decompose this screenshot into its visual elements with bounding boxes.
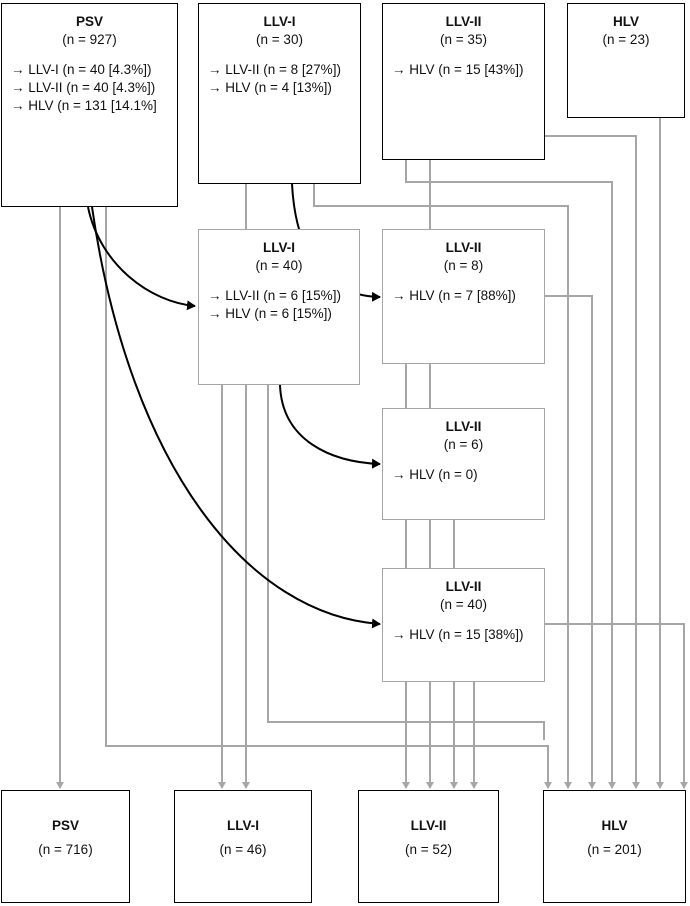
line-llv2-init-to-hlv (405, 160, 616, 789)
flow-list: → HLV (n = 0) (383, 466, 544, 484)
flow-list: → LLV-II (n = 8 [27%]) → HLV (n = 4 [13%… (199, 61, 360, 97)
llv2-mid-box-b: LLV-II (n = 6) → HLV (n = 0) (382, 408, 545, 520)
llv2-final-box: LLV-II (n = 52) (358, 790, 499, 903)
flow-list: → HLV (n = 15 [43%]) (383, 61, 544, 79)
arrow-psv-to-llv1 (87, 206, 196, 311)
box-count: (n = 927) (62, 32, 117, 47)
box-count: (n = 23) (602, 32, 650, 47)
box-title: HLV (613, 14, 639, 29)
box-title: LLV-I (263, 14, 296, 29)
box-title: LLV-II (445, 419, 482, 434)
arrow-llv1mid-to-llv2b (279, 384, 381, 469)
flow-item: → HLV (n = 15 [43%]) (392, 62, 524, 77)
box-count: (n = 6) (443, 437, 484, 452)
flow-item: → HLV (n = 131 [14.1%] (11, 98, 157, 113)
box-title: LLV-II (445, 240, 482, 255)
box-count: (n = 46) (219, 842, 267, 857)
psv-final-box: PSV (n = 716) (1, 790, 130, 903)
line-llv2-init-to-hlv-b (544, 135, 640, 789)
box-title: LLV-I (227, 818, 259, 833)
llv2-mid-box-a: LLV-II (n = 8) → HLV (n = 7 [88%]) (382, 229, 545, 364)
box-count: (n = 52) (405, 842, 452, 857)
flow-list: → HLV (n = 15 [38%]) (383, 626, 544, 644)
llv1-final-box: LLV-I (n = 46) (174, 790, 312, 903)
line-psv-to-hlv (105, 207, 552, 789)
psv-initial-box: PSV (n = 927) → LLV-I (n = 40 [4.3%]) → … (1, 3, 178, 207)
box-title: LLV-II (410, 818, 447, 833)
line-llv2c-to-hlv (544, 623, 688, 789)
box-title: LLV-II (445, 579, 482, 594)
box-count: (n = 716) (38, 842, 93, 857)
box-title: LLV-II (445, 14, 482, 29)
llv2-initial-box: LLV-II (n = 35) → HLV (n = 15 [43%]) (382, 3, 545, 160)
flow-list: → HLV (n = 7 [88%]) (383, 287, 544, 305)
box-count: (n = 40) (255, 258, 303, 273)
box-count: (n = 35) (440, 32, 487, 47)
flow-item: → LLV-II (n = 8 [27%]) (208, 62, 341, 77)
flow-list: → LLV-II (n = 6 [15%]) → HLV (n = 6 [15%… (199, 287, 359, 323)
box-count: (n = 30) (256, 32, 303, 47)
flow-item: → LLV-II (n = 6 [15%]) (208, 288, 341, 303)
llv1-mid-box: LLV-I (n = 40) → LLV-II (n = 6 [15%]) → … (198, 229, 360, 385)
hlv-final-box: HLV (n = 201) (543, 790, 686, 903)
box-count: (n = 8) (443, 258, 484, 273)
flow-item: → HLV (n = 6 [15%]) (208, 306, 332, 321)
flow-item: → LLV-II (n = 40 [4.3%]) (11, 80, 156, 95)
flow-item: → LLV-I (n = 40 [4.3%]) (11, 62, 152, 77)
line-llv1-init-to-hlv (313, 184, 572, 789)
box-title: LLV-I (263, 240, 295, 255)
box-title: PSV (75, 14, 103, 29)
llv2-mid-box-c: LLV-II (n = 40) → HLV (n = 15 [38%]) (382, 568, 545, 682)
box-title: PSV (51, 818, 79, 833)
arrow-psv-to-llv2c (91, 206, 381, 629)
flow-item: → HLV (n = 15 [38%]) (392, 627, 524, 642)
flow-item: → HLV (n = 7 [88%]) (392, 288, 516, 303)
hlv-initial-box: HLV (n = 23) (567, 3, 685, 118)
box-count: (n = 201) (587, 842, 642, 857)
llv1-initial-box: LLV-I (n = 30) → LLV-II (n = 8 [27%]) → … (198, 3, 361, 184)
flow-item: → HLV (n = 4 [13%]) (208, 80, 332, 95)
box-title: HLV (601, 818, 628, 833)
box-count: (n = 40) (440, 597, 487, 612)
flow-list: → LLV-I (n = 40 [4.3%]) → LLV-II (n = 40… (2, 61, 177, 115)
flow-item: → HLV (n = 0) (392, 467, 478, 482)
